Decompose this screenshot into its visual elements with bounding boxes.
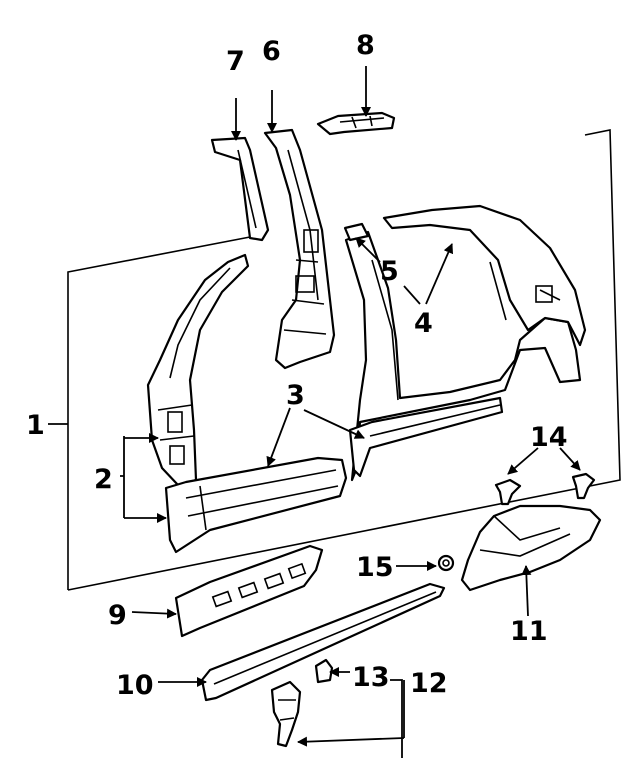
callout-5: 5 <box>380 256 399 287</box>
part-10-rocker-lower <box>200 582 446 702</box>
callout-1: 1 <box>26 410 45 441</box>
part-9-reinforcement <box>174 544 324 638</box>
callout-labels: 1 2 3 4 5 6 7 8 9 10 11 12 13 14 15 <box>26 30 568 701</box>
part-11-lower-extension <box>460 504 602 592</box>
part-3-rocker-front <box>164 456 348 554</box>
part-7-pillar-upper <box>210 136 270 242</box>
callout-12: 12 <box>410 668 448 699</box>
callout-7: 7 <box>226 46 245 77</box>
callout-6: 6 <box>262 36 281 67</box>
callout-14: 14 <box>530 422 568 453</box>
callout-4: 4 <box>414 308 433 339</box>
part-4-quarter-panel <box>343 204 587 482</box>
callout-3: 3 <box>286 380 305 411</box>
part-6-center-pillar <box>263 128 336 370</box>
part-8-roof-bracket <box>316 111 396 136</box>
part-2-front-pillar <box>146 253 250 487</box>
part-14-clip-left <box>494 478 522 506</box>
part-12-bracket <box>270 680 302 748</box>
leader-lines <box>48 66 581 758</box>
callout-11: 11 <box>510 616 548 647</box>
callout-10: 10 <box>116 670 154 701</box>
callout-13: 13 <box>352 662 390 693</box>
body-side-panel-outline <box>67 129 621 591</box>
part-14-clip-right <box>571 472 596 500</box>
callout-15: 15 <box>356 552 394 583</box>
part-15-nut <box>437 554 455 572</box>
part-13-clip <box>314 658 334 684</box>
callout-8: 8 <box>356 30 375 61</box>
callout-9: 9 <box>108 600 127 631</box>
callout-2: 2 <box>94 464 113 495</box>
